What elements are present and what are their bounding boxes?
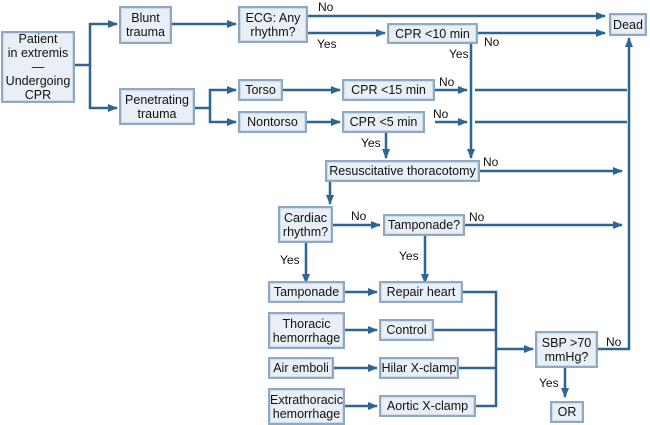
node-control: Control xyxy=(379,319,434,341)
label-sbp-no: No xyxy=(606,335,622,349)
label-thoracotomy-no: No xyxy=(483,155,499,169)
node-aortic-xclamp: Aortic X-clamp xyxy=(379,395,476,417)
node-hilar-xclamp: Hilar X-clamp xyxy=(379,357,459,379)
node-cpr5: CPR <5 min xyxy=(342,111,425,133)
label-tamponade-no: No xyxy=(469,210,485,224)
node-extrathoracic-hemorrhage: Extrathoracic hemorrhage xyxy=(268,388,345,425)
label-cpr5-no: No xyxy=(433,107,449,121)
node-nontorso: Nontorso xyxy=(238,111,307,133)
node-thoracic-hemorrhage: Thoracic hemorrhage xyxy=(268,312,345,349)
edge-penetrating-nontorso xyxy=(208,108,237,126)
node-blunt-trauma: Blunt trauma xyxy=(119,6,172,44)
node-ecg: ECG: Any rhythm? xyxy=(238,6,308,43)
node-cardiac-rhythm: Cardiac rhythm? xyxy=(278,206,333,243)
node-start: Patient in extremis — Undergoing CPR xyxy=(1,31,75,103)
node-thoracotomy: Resuscitative thoracotomy xyxy=(325,160,480,182)
edge-sbp-dead xyxy=(598,37,633,351)
node-or: OR xyxy=(550,401,584,423)
node-torso: Torso xyxy=(238,79,283,101)
label-cardiac-yes: Yes xyxy=(280,253,300,267)
node-tamponade-question: Tamponade? xyxy=(383,214,465,236)
node-cpr15: CPR <15 min xyxy=(342,79,435,101)
label-cpr15-no: No xyxy=(439,75,455,89)
edge-repair-collector xyxy=(463,290,498,408)
node-dead: Dead xyxy=(609,13,647,36)
node-cpr10: CPR <10 min xyxy=(387,23,478,44)
node-tamponade: Tamponade xyxy=(268,281,345,303)
label-sbp-yes: Yes xyxy=(539,376,559,390)
node-sbp: SBP >70 mmHg? xyxy=(535,331,598,368)
label-cpr10-no: No xyxy=(484,35,500,49)
node-penetrating-trauma: Penetrating trauma xyxy=(119,88,195,125)
label-tamponade-yes: Yes xyxy=(399,249,419,263)
label-ecg-no: No xyxy=(318,0,334,14)
label-ecg-yes: Yes xyxy=(317,37,337,51)
node-repair-heart: Repair heart xyxy=(379,281,463,303)
edge-start-penetrating xyxy=(88,65,118,112)
label-cardiac-no: No xyxy=(351,209,367,223)
edge-penetrating-torso xyxy=(195,86,237,110)
label-cpr5-yes: Yes xyxy=(361,136,381,150)
node-air-emboli: Air emboli xyxy=(268,357,334,379)
label-cpr10-yes: Yes xyxy=(449,47,469,61)
edge-start-split xyxy=(75,20,118,67)
